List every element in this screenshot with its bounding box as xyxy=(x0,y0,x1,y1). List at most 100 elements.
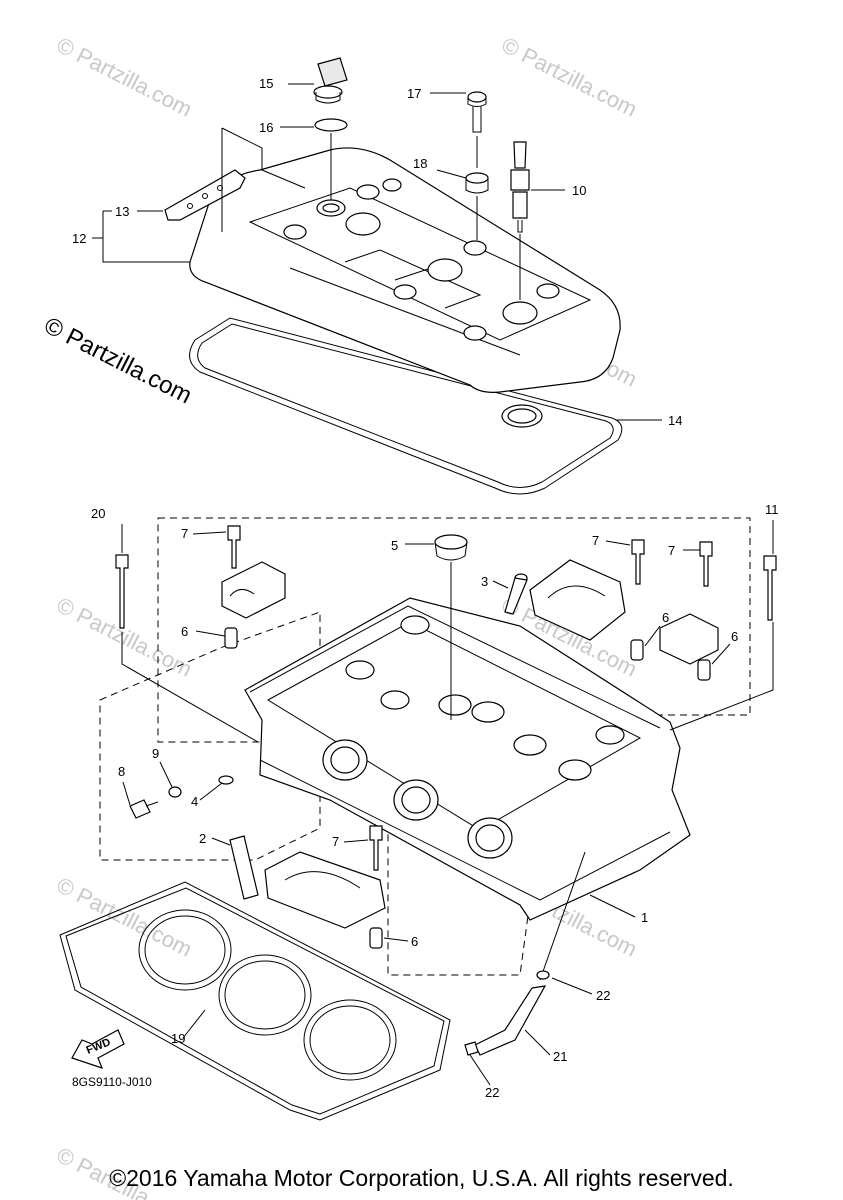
callout-7: 7 xyxy=(668,543,675,558)
fwd-arrow-icon: FWD xyxy=(71,1029,125,1069)
callout-21: 21 xyxy=(553,1049,567,1064)
leader-line xyxy=(469,1054,491,1086)
hose-clamp xyxy=(464,1041,479,1056)
oil-pipe xyxy=(229,835,259,900)
dowel-pin xyxy=(369,927,383,949)
head-deck xyxy=(259,759,671,901)
leader-line xyxy=(551,977,593,995)
callout-10: 10 xyxy=(572,183,586,198)
spark-plug xyxy=(510,141,530,233)
callout-3: 3 xyxy=(481,574,488,589)
dowel-pin xyxy=(697,659,711,681)
callout-2: 2 xyxy=(199,831,206,846)
leader-line xyxy=(589,894,636,918)
leader-line xyxy=(436,169,467,179)
leader-line xyxy=(492,580,509,589)
cam-journal xyxy=(400,615,430,635)
leader-line xyxy=(605,540,631,546)
port-inner xyxy=(401,786,431,814)
head-bolt xyxy=(763,555,777,621)
cover-boss xyxy=(427,258,463,282)
leader-line xyxy=(121,632,259,743)
leader-line xyxy=(192,531,227,535)
cam-journal xyxy=(380,690,410,710)
callout-5: 5 xyxy=(391,538,398,553)
leader-line xyxy=(221,127,306,189)
cover-gasket xyxy=(189,317,623,495)
callout-6: 6 xyxy=(411,934,418,949)
diagram-code: 8GS9110-J010 xyxy=(72,1075,152,1089)
watermark-text: © Partzilla.com xyxy=(53,32,196,122)
cam-cap-bolt xyxy=(369,825,383,871)
port-inner xyxy=(330,746,360,774)
cylinder-head-cover xyxy=(189,147,621,393)
leader-line xyxy=(199,782,223,801)
callout-6: 6 xyxy=(181,624,188,639)
breather-hose xyxy=(474,985,547,1056)
cover-boss xyxy=(345,212,381,236)
cam-journal xyxy=(471,701,505,723)
callout-22: 22 xyxy=(596,988,610,1003)
cover-boss xyxy=(502,301,538,325)
cover-bracket xyxy=(164,169,246,221)
dowel-pin xyxy=(224,627,238,649)
cover-bolt xyxy=(467,91,487,133)
callout-labels: 15 16 17 18 10 13 12 14 20 11 7 5 3 7 7 … xyxy=(72,76,779,1100)
watermark-text: © Partzilla.com xyxy=(498,32,641,122)
cam-cap xyxy=(221,561,286,619)
drain-bolt xyxy=(129,799,159,819)
callout-13: 13 xyxy=(115,204,129,219)
washer xyxy=(168,786,182,798)
callout-9: 9 xyxy=(152,746,159,761)
cylinder-head-assembly: FWD xyxy=(59,517,777,1121)
bracket-hole xyxy=(202,193,208,199)
hose-clamp xyxy=(536,970,550,980)
callout-7: 7 xyxy=(332,834,339,849)
head-cover-assembly xyxy=(92,57,662,495)
leader-line xyxy=(644,625,661,647)
head-top-rim xyxy=(249,605,661,729)
leader-line xyxy=(711,643,731,665)
leader-line xyxy=(669,622,774,731)
callout-8: 8 xyxy=(118,764,125,779)
callout-6: 6 xyxy=(662,610,669,625)
callout-4: 4 xyxy=(191,794,198,809)
plug-hole-seal-inner xyxy=(507,408,537,424)
head-plug xyxy=(434,534,468,561)
callout-7: 7 xyxy=(592,533,599,548)
o-ring xyxy=(314,118,348,132)
cover-boss xyxy=(382,178,402,192)
callout-15: 15 xyxy=(259,76,273,91)
cam-cap xyxy=(659,613,719,665)
cam-cap-bolt xyxy=(227,525,241,569)
callout-7: 7 xyxy=(181,526,188,541)
cover-boss xyxy=(393,284,417,300)
leader-bracket xyxy=(92,210,190,263)
leader-line xyxy=(182,1009,206,1039)
cam-cap-bolt xyxy=(699,541,713,587)
cover-boss xyxy=(283,224,307,240)
callout-17: 17 xyxy=(407,86,421,101)
cam-journal xyxy=(513,734,547,756)
cover-top-edge xyxy=(248,187,592,341)
callout-1: 1 xyxy=(641,910,648,925)
o-ring-seal xyxy=(218,775,234,785)
filler-hole-inner xyxy=(322,203,340,213)
callout-12: 12 xyxy=(72,231,86,246)
cylinder-head-gasket xyxy=(59,881,451,1121)
cam-journal xyxy=(558,759,592,781)
head-bolt xyxy=(115,554,129,629)
callout-6: 6 xyxy=(731,629,738,644)
port-inner xyxy=(475,824,505,852)
callout-11: 11 xyxy=(765,502,779,517)
leader-line xyxy=(343,839,369,843)
leader-line xyxy=(211,837,231,846)
cover-boss xyxy=(356,184,380,200)
dowel-pin xyxy=(630,639,644,661)
cover-boss xyxy=(463,325,487,341)
leader-line xyxy=(122,781,131,806)
hose-leader xyxy=(539,851,586,981)
cam-journal xyxy=(345,660,375,680)
cam-journal xyxy=(595,725,625,745)
